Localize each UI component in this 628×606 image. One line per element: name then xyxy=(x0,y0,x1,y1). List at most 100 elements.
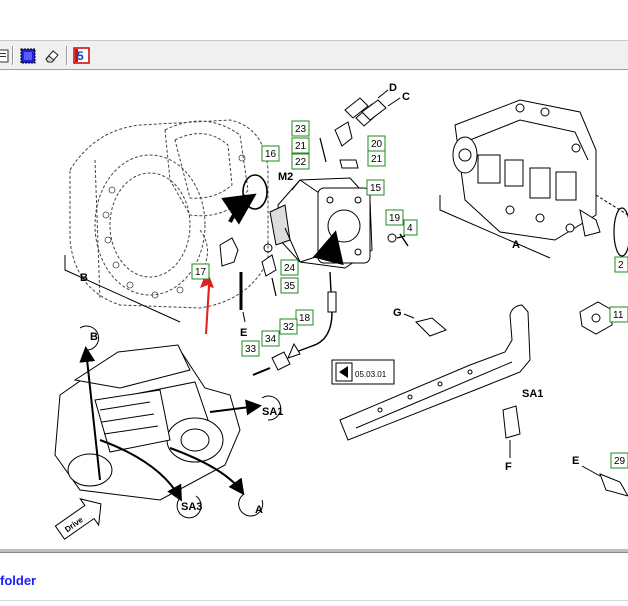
drive-direction-badge: Drive xyxy=(54,498,102,540)
callout-2[interactable]: 2 xyxy=(614,256,628,273)
speed-sensor-17 xyxy=(219,237,239,267)
folder-link[interactable]: folder xyxy=(0,573,37,588)
callout-15[interactable]: 15 xyxy=(366,179,385,196)
svg-text:21: 21 xyxy=(295,141,307,152)
fitting-g xyxy=(415,317,447,337)
red-indicator-arrow xyxy=(200,270,214,334)
fitting-e-right xyxy=(599,473,628,497)
elbow-fitting-20 xyxy=(334,121,353,147)
adapter-34 xyxy=(271,351,291,371)
callout-4[interactable]: 4 xyxy=(403,219,418,236)
svg-text:18: 18 xyxy=(299,313,311,324)
arrow-to-view-sa1 xyxy=(209,399,262,416)
fitting-f xyxy=(502,405,521,439)
callout-32[interactable]: 32 xyxy=(279,318,298,335)
fittings-c-d xyxy=(344,97,387,127)
svg-text:20: 20 xyxy=(371,139,383,150)
svg-text:32: 32 xyxy=(283,322,295,333)
svg-text:2: 2 xyxy=(618,260,624,271)
housing-bolt-holes xyxy=(102,154,246,299)
svg-text:23: 23 xyxy=(295,124,307,135)
leader-b xyxy=(64,255,181,323)
o-ring-2 xyxy=(613,207,628,257)
label-a: A xyxy=(512,239,520,251)
svg-text:4: 4 xyxy=(407,223,413,234)
callout-16[interactable]: 16 xyxy=(261,145,280,162)
pipe-sa1 xyxy=(339,304,531,441)
reference-link-05-03-01[interactable]: 05.03.01 xyxy=(331,359,395,385)
label-f: F xyxy=(505,461,512,473)
bolt-4 xyxy=(396,233,409,247)
callout-29[interactable]: 29 xyxy=(610,452,628,469)
footer-divider xyxy=(0,600,628,601)
svg-text:11: 11 xyxy=(613,310,624,321)
page-icon[interactable] xyxy=(0,47,11,64)
view-marker-a: A xyxy=(238,493,264,517)
toolbar-separator xyxy=(66,46,68,65)
callout-21-right[interactable]: 21 xyxy=(367,150,386,167)
label-e: E xyxy=(240,327,247,339)
svg-text:B: B xyxy=(90,331,98,343)
callout-23[interactable]: 23 xyxy=(291,120,310,137)
select-all-icon[interactable] xyxy=(19,47,36,64)
o-ring-24 xyxy=(263,243,273,253)
arrow-to-view-a xyxy=(169,447,245,496)
callout-22[interactable]: 22 xyxy=(291,153,310,170)
svg-text:19: 19 xyxy=(389,213,401,224)
callout-17[interactable]: 17 xyxy=(191,263,210,280)
exploded-parts-diagram: B M2 D C E xyxy=(0,70,628,550)
hydraulic-motor-m2 xyxy=(269,177,373,269)
connector-11 xyxy=(579,301,613,335)
callout-18[interactable]: 18 xyxy=(295,309,314,326)
leader-g xyxy=(403,313,415,319)
leader-e-top xyxy=(242,311,246,323)
view-marker-sa1: SA1 xyxy=(261,395,283,421)
callout-34[interactable]: 34 xyxy=(261,330,280,347)
svg-text:16: 16 xyxy=(265,149,277,160)
leader-dashed-right xyxy=(595,194,628,216)
leader-d xyxy=(377,89,389,99)
leader-e-right xyxy=(581,465,601,477)
callout-33[interactable]: 33 xyxy=(241,340,260,357)
svg-text:17: 17 xyxy=(195,267,207,278)
label-e-right: E xyxy=(572,455,579,467)
callout-21-left[interactable]: 21 xyxy=(291,137,310,154)
callout-24[interactable]: 24 xyxy=(280,259,299,276)
view-marker-b: B xyxy=(79,325,100,351)
screw-21 xyxy=(319,137,327,163)
assembly-arrow-sensor xyxy=(221,193,257,225)
diagram-bottom-border xyxy=(0,549,628,553)
washer-19 xyxy=(387,233,397,243)
callout-35[interactable]: 35 xyxy=(280,277,299,294)
view-marker-sa3: SA3 xyxy=(176,495,202,519)
connector-32 xyxy=(287,342,301,359)
eraser-icon[interactable] xyxy=(43,47,60,64)
label-m2: M2 xyxy=(278,171,293,183)
svg-text:33: 33 xyxy=(245,344,257,355)
callout-20[interactable]: 20 xyxy=(367,135,386,152)
svg-text:SA3: SA3 xyxy=(181,501,202,513)
diagram-svg: B M2 D C E xyxy=(54,82,628,540)
svg-text:A: A xyxy=(255,504,263,516)
callout-19[interactable]: 19 xyxy=(385,209,404,226)
parts-list-icon[interactable]: 5 xyxy=(73,47,90,64)
arrow-to-view-b xyxy=(79,346,101,481)
svg-text:SA1: SA1 xyxy=(262,406,283,418)
svg-text:21: 21 xyxy=(371,154,383,165)
svg-text:34: 34 xyxy=(265,334,277,345)
svg-text:35: 35 xyxy=(284,281,296,292)
label-g: G xyxy=(393,307,402,319)
toolbar: 5 xyxy=(0,40,628,70)
svg-text:22: 22 xyxy=(295,157,307,168)
leader-a xyxy=(439,195,551,259)
label-d: D xyxy=(389,82,397,94)
arrow-to-view-sa3 xyxy=(99,439,182,502)
svg-text:29: 29 xyxy=(614,456,626,467)
toolbar-separator xyxy=(12,46,14,65)
transmission-housing-b xyxy=(69,119,269,309)
tractor-overview xyxy=(54,344,241,501)
callout-11[interactable]: 11 xyxy=(609,306,628,323)
label-sa1-pipe: SA1 xyxy=(522,388,543,400)
svg-text:15: 15 xyxy=(370,183,382,194)
assembly-arrow-cable xyxy=(312,230,344,266)
